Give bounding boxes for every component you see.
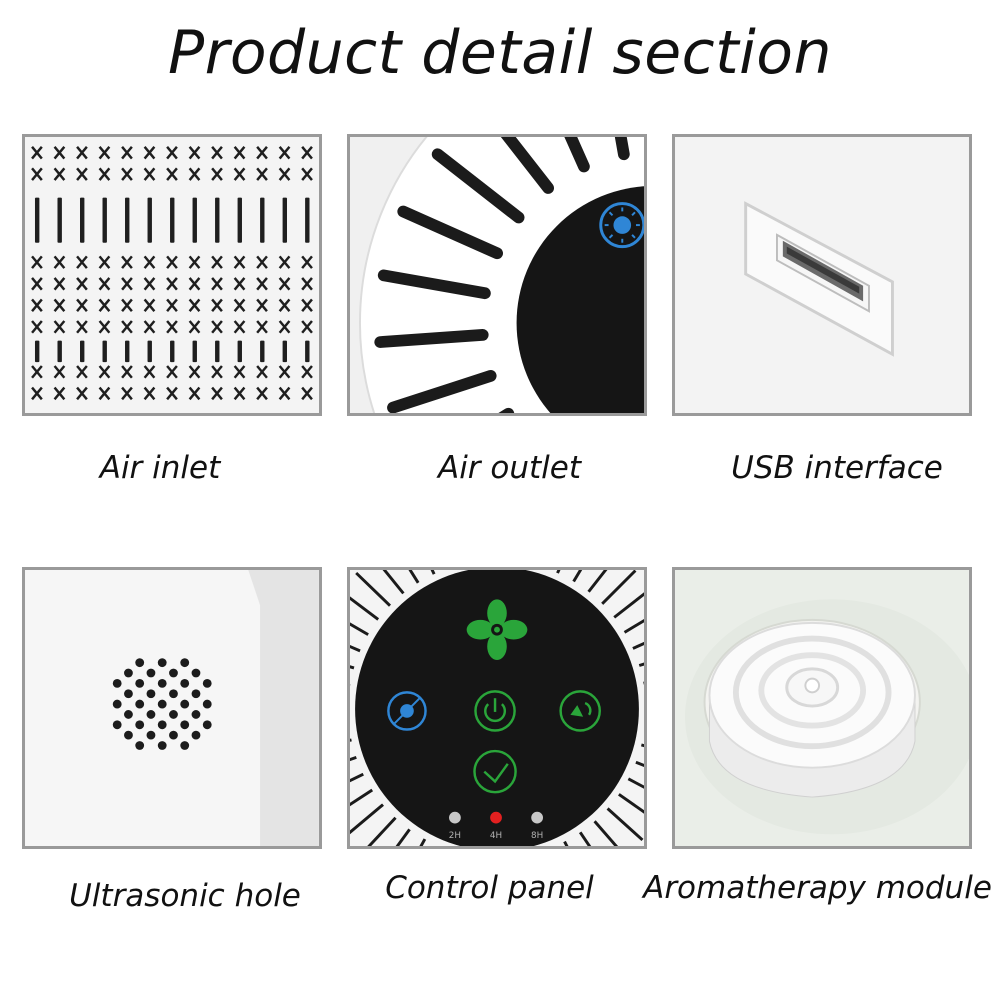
- timer-label-4h: 4H: [490, 831, 502, 841]
- fan-icon[interactable]: [466, 599, 528, 661]
- air-outlet-vent-icon: [350, 137, 644, 413]
- control-panel-caption: Control panel: [385, 870, 594, 906]
- ultrasonic-hole-grid-icon: [25, 570, 319, 846]
- usb-interface-image: [672, 134, 972, 416]
- page-title: Product detail section: [167, 18, 833, 88]
- ultrasonic-hole-caption: Ultrasonic hole: [69, 878, 301, 914]
- air-inlet-image: [22, 134, 322, 416]
- timer-indicators: 2H 4H 8H: [449, 811, 543, 841]
- air-inlet-caption: Air inlet: [99, 450, 221, 486]
- air-outlet-image: [347, 134, 647, 416]
- timer-label-8h: 8H: [531, 831, 543, 841]
- sterilize-icon: [599, 202, 644, 249]
- usb-interface-caption: USB interface: [731, 450, 943, 486]
- timer-label-2h: 2H: [449, 831, 461, 841]
- sterilize-button-icon[interactable]: [387, 691, 427, 731]
- aromatherapy-module-image: [672, 567, 972, 849]
- air-inlet-grille-icon: [25, 137, 319, 413]
- control-panel-icon: 2H 4H 8H: [350, 570, 644, 846]
- control-panel-image: 2H 4H 8H: [347, 567, 647, 849]
- aromatherapy-module-icon: [675, 570, 969, 846]
- ultrasonic-hole-image: [22, 567, 322, 849]
- mode-button-icon[interactable]: [559, 690, 601, 732]
- timer-button-icon[interactable]: [473, 749, 517, 794]
- aromatherapy-module-caption: Aromatherapy module: [643, 870, 992, 906]
- usb-port-icon: [675, 137, 969, 413]
- air-outlet-caption: Air outlet: [437, 450, 582, 486]
- power-button-icon[interactable]: [474, 690, 516, 732]
